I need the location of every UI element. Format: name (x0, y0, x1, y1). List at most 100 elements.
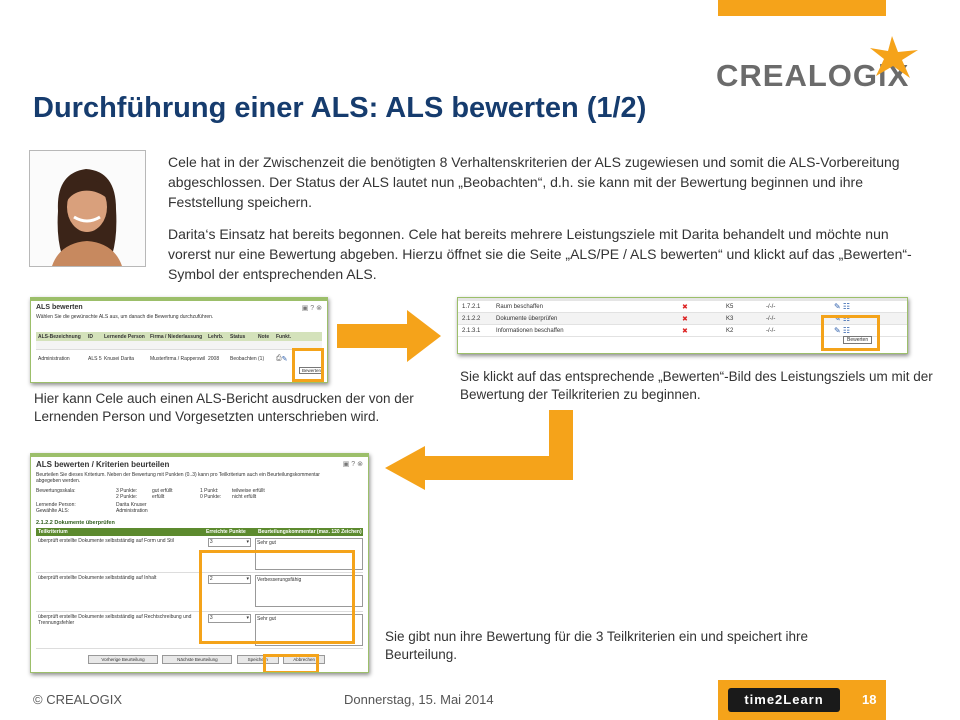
cell: Dokumente überprüfen (496, 315, 558, 322)
print-icon[interactable]: ⎙ (276, 354, 282, 362)
cell: -/-/- (766, 327, 776, 334)
cell: 2008 (208, 355, 220, 362)
highlight-save-button (263, 654, 319, 672)
cell: 2.1.2.2 (462, 315, 481, 322)
cell: K2 (726, 327, 734, 334)
copyright: © CREALOGIX (33, 692, 123, 707)
col-header: Note (258, 333, 270, 340)
col-header: Lernende Person (104, 333, 145, 340)
intro-paragraph-1: Cele hat in der Zwischenzeit die benötig… (168, 154, 900, 210)
cell: -/-/- (766, 315, 776, 322)
chevron-down-icon: ▾ (246, 615, 250, 621)
scale-item: 3 Punkte: (116, 488, 138, 494)
x-icon: ✖ (682, 315, 688, 323)
points-value: 3 (209, 539, 213, 545)
tooltip-bewerten: Bewerten (843, 336, 873, 344)
subcriterion-text: überprüft erstellte Dokumente selbststän… (38, 538, 174, 544)
scale-item: 1 Punkt: (200, 488, 219, 494)
screenshot3-instruction: Beurteilen Sie dieses Kriterium. Neben d… (36, 472, 320, 484)
points-value: 3 (209, 615, 213, 621)
caption-enter-evaluation: Sie gibt nun ihre Bewertung für die 3 Te… (385, 629, 808, 662)
cell: ALS 5 (88, 355, 102, 362)
col-header: Lehrb. (208, 333, 224, 340)
col-header: Teilkriterium (38, 529, 68, 535)
scale-item: erfüllt (152, 494, 165, 500)
slide-title: Durchführung einer ALS: ALS bewerten (1/… (33, 92, 647, 124)
highlight-inputs (199, 550, 355, 644)
cell: K3 (726, 315, 734, 322)
evaluate-icon[interactable]: ✎ ☷ (834, 314, 851, 323)
screenshot-leistungsziele: 1.7.2.1 Raum beschaffen ✖ K5 -/-/- ✎ ☷ 2… (457, 297, 908, 354)
screenshot-als-bewerten: ALS bewerten ▣ ? ⊗ Wählen Sie die gewüns… (30, 297, 328, 383)
scale-item: 2 Punkte: (116, 494, 138, 500)
scale-item: gut erfüllt (152, 488, 173, 494)
table-row: überprüft erstellte Dokumente selbststän… (36, 612, 363, 649)
evaluate-icon[interactable]: ✎ ☷ (834, 302, 851, 311)
person-label: Lernende Person: (36, 502, 76, 508)
next-button[interactable]: Nächste Beurteilung (162, 655, 233, 664)
scale-item: nicht erfüllt (232, 494, 257, 500)
comment-textarea[interactable]: Verbesserungsfähig (255, 575, 363, 607)
col-header: Status (230, 333, 246, 340)
cell: 2.1.3.1 (462, 327, 481, 334)
cell: (1) (258, 355, 265, 362)
col-header: ALS-Bezeichnung (38, 333, 81, 340)
cell: K5 (726, 303, 734, 310)
table-row[interactable]: 2.1.3.1 Informationen beschaffen ✖ K2 -/… (458, 325, 907, 337)
person-photo (29, 150, 146, 267)
screenshot3-toolbar-icons: ▣ ? ⊗ (342, 461, 363, 468)
col-header: Firma / Niederlassung (150, 333, 203, 340)
previous-button[interactable]: Vorherige Beurteilung (88, 655, 158, 664)
points-value: 2 (209, 576, 213, 582)
caption-print-report: Hier kann Cele auch einen ALS-Bericht au… (34, 391, 414, 424)
time2learn-logo: time2Learn (728, 688, 840, 712)
intro-paragraph-2: Darita‘s Einsatz hat bereits begonnen. C… (168, 226, 912, 282)
subcriterion-text: überprüft erstellte Dokumente selbststän… (38, 614, 192, 626)
cell: Administration (38, 355, 70, 362)
evaluate-icon[interactable]: ✎ (281, 355, 288, 363)
screenshot1-toolbar-icons: ▣ ? ⊗ (301, 305, 322, 312)
table-row[interactable]: 2.1.2.2 Dokumente überprüfen ✖ K3 -/-/- … (458, 313, 907, 325)
star-logo-icon (870, 36, 918, 78)
screenshot3-title: ALS bewerten / Kriterien beurteilen (36, 460, 170, 469)
person-value: Darita Knuser (116, 502, 147, 508)
comment-textarea[interactable]: Sehr gut (255, 538, 363, 570)
x-icon: ✖ (682, 303, 688, 311)
highlight-evaluate-icon (292, 348, 324, 382)
points-select[interactable]: 3▾ (207, 614, 252, 623)
col-header: Beurteilungskommentar (max. 120 Zeichen) (258, 529, 362, 535)
screenshot1-subtitle: Wählen Sie die gewünschte ALS aus, um da… (36, 314, 214, 320)
scale-item: 0 Punkte: (200, 494, 222, 500)
comment-textarea[interactable]: Sehr gut (255, 614, 363, 646)
als-value: Administration (116, 508, 148, 514)
points-select[interactable]: 2▾ (207, 575, 252, 584)
cell: Beobachten (230, 355, 257, 362)
col-header: Funkt. (276, 333, 291, 340)
scale-item: teilweise erfüllt (232, 488, 265, 494)
highlight-evaluate-icon (821, 315, 880, 351)
cell: 1.7.2.1 (462, 303, 481, 310)
chevron-down-icon: ▾ (246, 576, 250, 582)
page-number: 18 (862, 692, 877, 707)
col-header: ID (88, 333, 93, 340)
save-button[interactable]: Speichern (236, 655, 279, 664)
col-header: Erreichte Punkte (206, 529, 246, 535)
arrow-down-left-icon (385, 410, 573, 490)
criterion-heading: 2.1.2.2 Dokumente überprüfen (36, 520, 115, 526)
cell: -/-/- (766, 303, 776, 310)
screenshot-kriterien-beurteilen: ALS bewerten / Kriterien beurteilen ▣ ? … (30, 453, 369, 673)
points-select[interactable]: 3▾ (207, 538, 252, 547)
caption-click-evaluate: Sie klickt auf das entsprechende „Bewert… (460, 369, 933, 402)
date: Donnerstag, 15. Mai 2014 (344, 692, 494, 707)
cell: Raum beschaffen (496, 303, 543, 310)
cell: Musterfirma / Rapperswil (150, 355, 206, 362)
chevron-down-icon: ▾ (246, 539, 250, 545)
cell: Knusei Darita (104, 355, 135, 362)
arrow-right-icon (337, 310, 441, 362)
table-row[interactable]: 1.7.2.1 Raum beschaffen ✖ K5 -/-/- ✎ ☷ (458, 301, 907, 313)
x-icon: ✖ (682, 327, 688, 335)
header-accent-bar (718, 0, 886, 16)
scale-label: Bewertungsskala: (36, 488, 76, 494)
evaluate-icon[interactable]: ✎ ☷ (834, 326, 851, 335)
table-row[interactable]: Administration ALS 5 Knusei Darita Muste… (36, 354, 322, 363)
